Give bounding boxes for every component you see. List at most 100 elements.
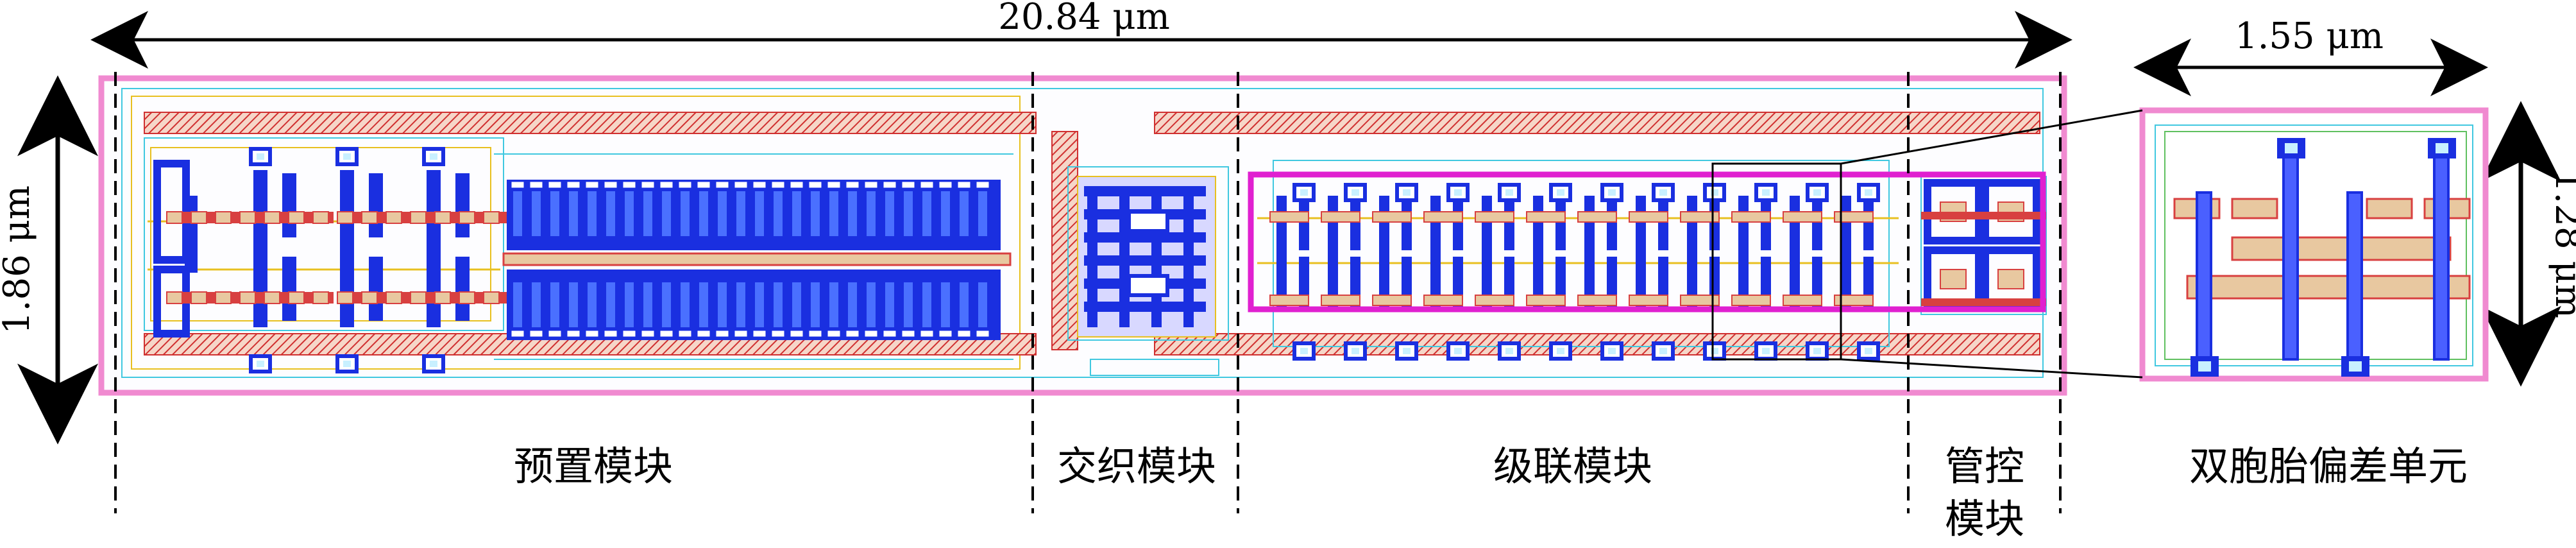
- dense-finger: [606, 191, 615, 236]
- cascade-poly: [1731, 211, 1771, 223]
- via: [343, 361, 351, 367]
- dense-poly-row: [502, 252, 1012, 266]
- cascade-finger: [1276, 196, 1287, 308]
- cascade-finger: [1636, 196, 1646, 308]
- dense-finger: [513, 282, 522, 327]
- control-core: [1940, 269, 1967, 289]
- dense-finger: [829, 282, 838, 327]
- dense-contact: [602, 329, 619, 339]
- diffusion-box: [239, 291, 256, 304]
- via: [1762, 348, 1770, 354]
- dense-finger: [978, 282, 987, 327]
- dense-contact: [695, 180, 712, 190]
- dense-contact: [640, 180, 656, 190]
- twin-cell-green-box: [2164, 131, 2467, 360]
- twin-cell-cyan-box: [2155, 124, 2473, 366]
- cell-metal-finger: [2433, 153, 2450, 361]
- dense-finger: [774, 282, 783, 327]
- diffusion-box: [191, 291, 207, 304]
- yellow-boundary: [131, 96, 1021, 370]
- dense-finger: [625, 282, 634, 327]
- via: [1711, 189, 1718, 196]
- dense-finger: [513, 191, 522, 236]
- dense-finger: [569, 282, 578, 327]
- dense-finger: [922, 282, 931, 327]
- contact-pad: [335, 354, 359, 373]
- dense-finger: [978, 191, 987, 236]
- cell-width-label: 1.55 μm: [2235, 15, 2384, 57]
- cascade-finger: [1841, 196, 1851, 308]
- cell-diffusion: [2366, 198, 2413, 219]
- dense-finger: [662, 282, 671, 327]
- cascade-poly: [1372, 295, 1412, 306]
- dense-finger: [625, 191, 634, 236]
- diffusion-box: [361, 291, 378, 304]
- dense-finger: [867, 282, 876, 327]
- contact-pad: [1703, 183, 1726, 202]
- dense-contact: [621, 180, 638, 190]
- via: [1608, 189, 1616, 196]
- dense-contact: [509, 180, 526, 190]
- dense-finger: [960, 191, 969, 236]
- cell-diffusion: [2231, 198, 2278, 219]
- cascade-highlight-box: [1248, 171, 2046, 313]
- interleave-module-label: 交织模块: [1057, 443, 1216, 490]
- dense-contact: [807, 329, 824, 339]
- preset-finger: [253, 170, 267, 327]
- zoom-source-box: [1711, 162, 1842, 361]
- cascade-poly: [1269, 295, 1309, 306]
- cascade-poly: [1629, 211, 1668, 223]
- diffusion-box: [215, 211, 232, 224]
- via: [1454, 189, 1462, 196]
- preset-finger: [369, 173, 383, 237]
- preset-finger: [427, 170, 441, 327]
- top-power-rail-right: [1154, 112, 2040, 134]
- preset-finger: [340, 170, 354, 327]
- contact-pad: [1754, 183, 1777, 202]
- dense-contact: [509, 329, 526, 339]
- dense-finger: [811, 282, 820, 327]
- dense-finger: [736, 282, 745, 327]
- via: [1352, 348, 1359, 354]
- via: [257, 361, 264, 367]
- cascade-poly: [1269, 211, 1309, 223]
- zoom-leader-top: [1840, 109, 2143, 165]
- dense-finger: [829, 191, 838, 236]
- dense-finger: [643, 191, 652, 236]
- dense-finger: [792, 191, 801, 236]
- dense-contact: [956, 180, 972, 190]
- interleave-module-layout: [1067, 166, 1229, 376]
- zoom-leader-bottom: [1840, 358, 2143, 379]
- dense-contact: [881, 329, 898, 339]
- dense-finger: [606, 282, 615, 327]
- preset-module-layout: [144, 137, 507, 373]
- diffusion-box: [459, 211, 475, 224]
- dense-finger: [681, 191, 690, 236]
- interleave-cyan-box: [1067, 166, 1229, 341]
- cell-via: [2349, 361, 2362, 372]
- dense-finger: [550, 282, 559, 327]
- dense-contact: [695, 329, 712, 339]
- cascade-cyan-box: [1273, 160, 1890, 347]
- dense-contact: [714, 180, 731, 190]
- via: [1505, 189, 1513, 196]
- cascade-finger: [1584, 196, 1595, 308]
- cascade-finger: [1533, 196, 1543, 308]
- via: [343, 153, 351, 160]
- dense-finger: [718, 282, 727, 327]
- dense-contact: [733, 180, 749, 190]
- diffusion-box: [288, 211, 305, 224]
- cell-via: [2285, 143, 2298, 153]
- diffusion-box: [166, 291, 183, 304]
- via: [1557, 348, 1564, 354]
- cascade-poly: [1834, 211, 1874, 223]
- dense-contact: [881, 180, 898, 190]
- dense-contact: [770, 180, 786, 190]
- dense-contact: [751, 180, 768, 190]
- control-module-label-line2: 模块: [1945, 495, 2024, 542]
- via: [430, 153, 437, 160]
- cascade-poly: [1372, 211, 1412, 223]
- dense-finger: [718, 191, 727, 236]
- dense-contact: [863, 180, 879, 190]
- via: [1608, 348, 1616, 354]
